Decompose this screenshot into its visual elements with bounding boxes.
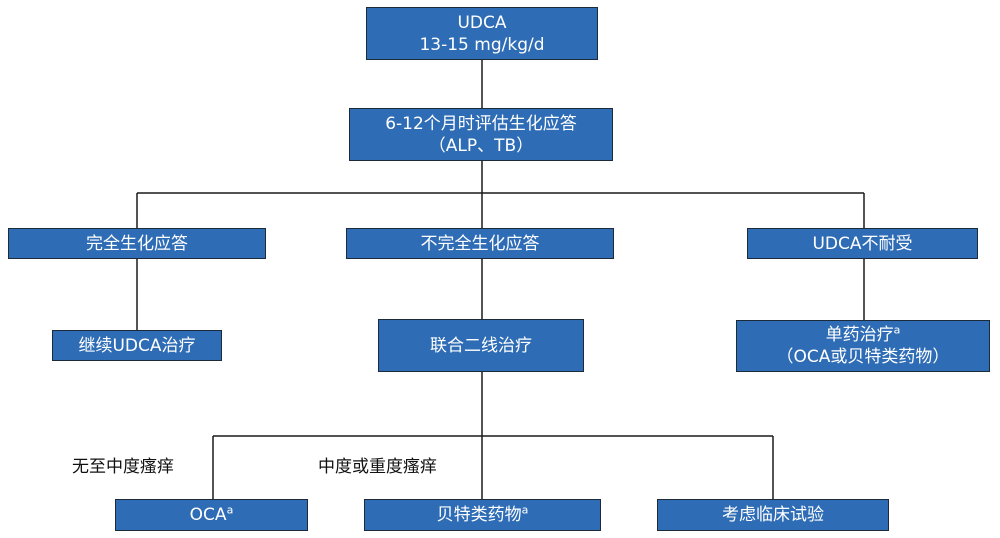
footnote-a-marker: a xyxy=(521,503,529,517)
assess-response-box: 6-12个月时评估生化应答 （ALP、TB） xyxy=(349,108,613,161)
udca-dose-line1: UDCA xyxy=(457,12,507,33)
udca-dose-line2: 13-15 mg/kg/d xyxy=(419,34,545,55)
footnote-a-marker: a xyxy=(893,323,901,337)
udca-intolerance-label: UDCA不耐受 xyxy=(812,233,913,254)
incomplete-response-label: 不完全生化应答 xyxy=(420,233,540,254)
assess-response-line2: （ALP、TB） xyxy=(428,135,534,156)
udca-intolerance-box: UDCA不耐受 xyxy=(747,228,978,259)
clinical-trial-box: 考虑临床试验 xyxy=(657,499,889,531)
branch-label-moderate-to-severe-itch: 中度或重度瘙痒 xyxy=(318,457,437,477)
oca-box: OCAa xyxy=(115,499,308,531)
footnote-a-marker: a xyxy=(226,503,234,517)
incomplete-response-box: 不完全生化应答 xyxy=(346,228,614,259)
udca-dose-box: UDCA 13-15 mg/kg/d xyxy=(366,7,598,60)
assess-response-line1: 6-12个月时评估生化应答 xyxy=(385,113,577,134)
combination-therapy-label: 联合二线治疗 xyxy=(430,335,532,356)
monotherapy-line1: 单药治疗a xyxy=(825,323,901,345)
continue-udca-box: 继续UDCA治疗 xyxy=(52,330,222,361)
clinical-trial-label: 考虑临床试验 xyxy=(722,505,824,525)
fibrates-line: 贝特类药物a xyxy=(436,503,529,525)
complete-response-box: 完全生化应答 xyxy=(8,228,266,259)
oca-line: OCAa xyxy=(189,503,234,525)
monotherapy-box: 单药治疗a （OCA或贝特类药物） xyxy=(736,320,990,372)
fibrates-box: 贝特类药物a xyxy=(364,499,601,531)
monotherapy-line2: （OCA或贝特类药物） xyxy=(776,347,950,367)
continue-udca-label: 继续UDCA治疗 xyxy=(78,335,196,356)
combination-therapy-box: 联合二线治疗 xyxy=(378,319,584,372)
branch-label-none-to-moderate-itch: 无至中度瘙痒 xyxy=(72,457,174,477)
complete-response-label: 完全生化应答 xyxy=(86,233,188,254)
